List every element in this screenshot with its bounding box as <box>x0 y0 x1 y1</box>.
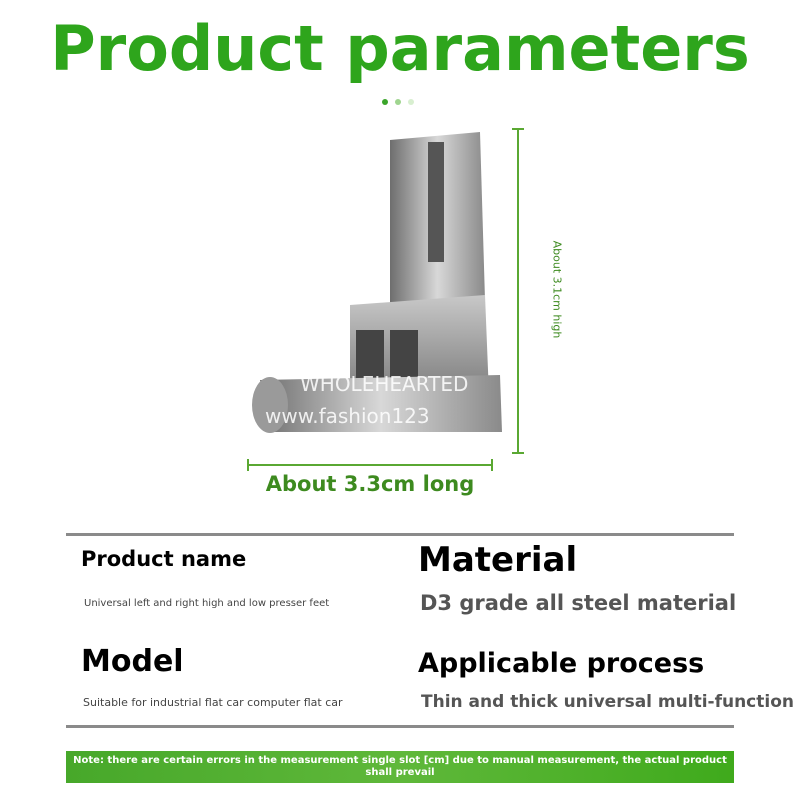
measurement-note: Note: there are certain errors in the me… <box>66 751 734 783</box>
material-label: Material <box>418 540 578 580</box>
product-name-label: Product name <box>81 547 247 571</box>
model-label: Model <box>81 644 184 679</box>
width-label: About 3.3cm long <box>265 472 475 496</box>
product-name-value: Universal left and right high and low pr… <box>84 598 330 609</box>
material-value: D3 grade all steel material <box>420 591 737 615</box>
height-dimension-line <box>512 128 524 454</box>
dot <box>382 99 388 105</box>
divider <box>66 533 734 536</box>
watermark-text: WHOLEHEARTED <box>300 372 469 396</box>
dot <box>395 99 401 105</box>
model-value: Suitable for industrial flat car compute… <box>83 696 343 709</box>
presser-foot-image <box>252 132 502 433</box>
width-dimension-line <box>247 459 493 471</box>
height-label: About 3.1cm high <box>550 240 564 339</box>
page-title: Product parameters <box>50 12 750 85</box>
divider <box>66 725 734 728</box>
dot <box>408 99 414 105</box>
watermark-url: www.fashion123 <box>265 404 430 428</box>
carousel-dots <box>382 99 414 105</box>
process-value: Thin and thick universal multi-function <box>421 692 794 712</box>
process-label: Applicable process <box>418 648 705 679</box>
